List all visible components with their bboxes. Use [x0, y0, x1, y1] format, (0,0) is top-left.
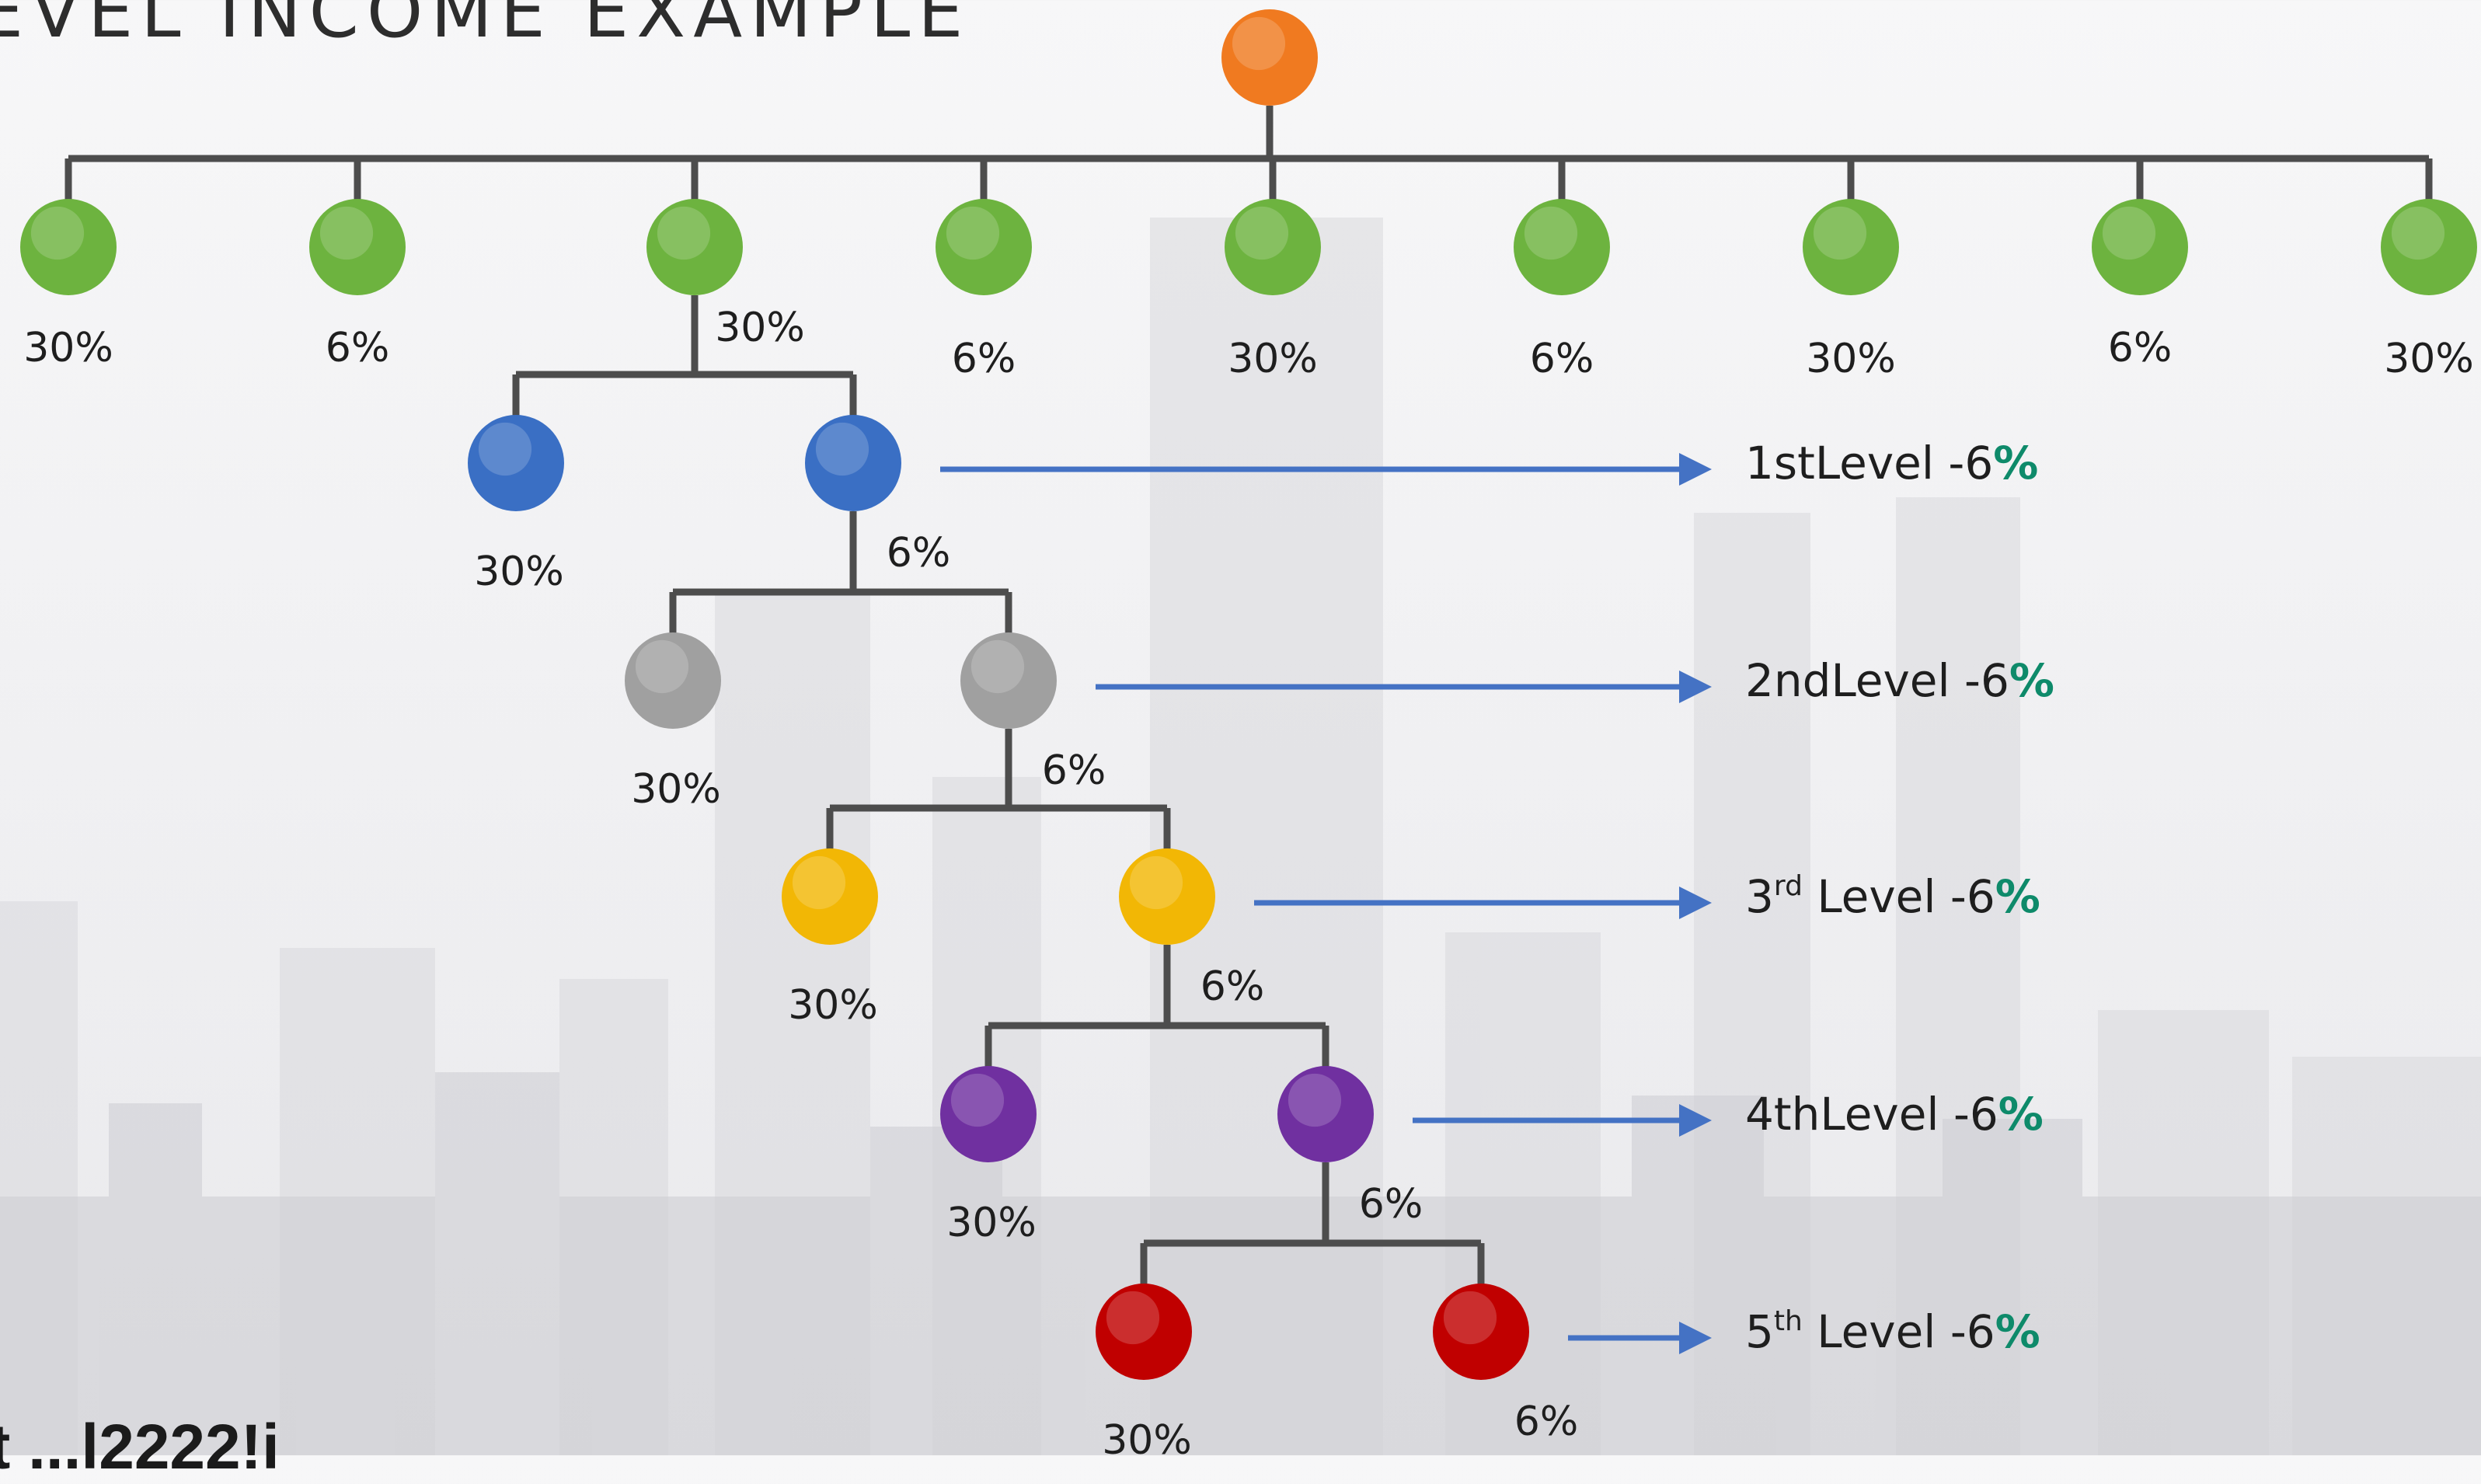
level-percent-sign: %: [1998, 1088, 2044, 1141]
level-5-left-percent: 30%: [1102, 1417, 1192, 1464]
level-3-right-percent: 6%: [1200, 963, 1265, 1010]
level-4-left-percent: 30%: [946, 1200, 1037, 1246]
level-number: 2: [1745, 654, 1774, 707]
level-2-left-node: [625, 632, 721, 729]
top-node-percent-label: 30%: [1806, 336, 1896, 382]
top-node: [1514, 199, 1610, 295]
top-node-percent-label: 30%: [2384, 336, 2474, 382]
level-4-label: 4thLevel -6%: [1745, 1088, 2044, 1141]
root-node: [1221, 9, 1318, 106]
level-5-right-percent: 6%: [1514, 1399, 1579, 1445]
level-3-label: 3rd Level -6%: [1745, 870, 2040, 923]
level-4-right-node: [1277, 1066, 1374, 1162]
level-2-right-percent: 6%: [1041, 747, 1106, 794]
top-node-percent-label: 6%: [325, 325, 390, 371]
level-5-label: 5th Level -6%: [1745, 1305, 2040, 1358]
level-text: Level -6: [1802, 1305, 1995, 1358]
top-node: [646, 199, 743, 295]
level-ordinal-suffix: th: [1773, 1305, 1803, 1337]
top-node-percent-label: 30%: [1228, 336, 1318, 382]
top-node: [20, 199, 117, 295]
level-ordinal-suffix: th: [1773, 1088, 1821, 1141]
level-1-left-node: [468, 415, 564, 511]
top-node: [2092, 199, 2188, 295]
top-node: [2381, 199, 2477, 295]
level-4-right-percent: 6%: [1358, 1181, 1423, 1228]
level-2-label: 2ndLevel -6%: [1745, 654, 2054, 707]
level-2-left-percent: 30%: [631, 766, 721, 813]
level-5-right-node: [1433, 1284, 1529, 1380]
level-4-left-node: [940, 1066, 1037, 1162]
level-1-left-percent: 30%: [474, 549, 564, 595]
top-node: [1225, 199, 1321, 295]
top-node: [309, 199, 406, 295]
page-title: EVEL INCOME EXAMPLE: [0, 0, 971, 54]
level-percent-sign: %: [2009, 654, 2054, 707]
level-number: 3: [1745, 870, 1774, 923]
level-ordinal-suffix: nd: [1773, 654, 1831, 707]
level-percent-sign: %: [1995, 870, 2040, 923]
level-number: 4: [1745, 1088, 1774, 1141]
level-3-left-node: [782, 848, 878, 945]
level-1-label: 1stLevel -6%: [1745, 437, 2038, 489]
level-2-right-node: [960, 632, 1057, 729]
level-1-right-percent: 6%: [886, 530, 951, 577]
top-node: [936, 199, 1032, 295]
level-text: Level -6: [1820, 1088, 1998, 1141]
footer-text: t ...l2222!i: [0, 1412, 280, 1482]
level-text: Level -6: [1802, 870, 1995, 923]
level-ordinal-suffix: rd: [1773, 870, 1803, 902]
level-5-left-node: [1096, 1284, 1192, 1380]
top-node-percent-label: 30%: [23, 325, 113, 371]
top-node-percent-label: 6%: [1529, 336, 1594, 382]
level-number: 1: [1745, 437, 1774, 489]
level-3-right-node: [1119, 848, 1215, 945]
top-node-percent-label: 6%: [951, 336, 1016, 382]
level-number: 5: [1745, 1305, 1774, 1358]
level-percent-sign: %: [1995, 1305, 2040, 1358]
level-ordinal-suffix: st: [1773, 437, 1815, 489]
level-1-right-node: [805, 415, 901, 511]
top-node: [1803, 199, 1899, 295]
level-text: Level -6: [1814, 437, 1994, 489]
top-node-percent-label: 6%: [2107, 325, 2173, 371]
level-percent-sign: %: [1993, 437, 2039, 489]
top-node-percent-label: 30%: [715, 305, 805, 351]
level-text: Level -6: [1831, 654, 2009, 707]
level-3-left-percent: 30%: [788, 982, 878, 1029]
